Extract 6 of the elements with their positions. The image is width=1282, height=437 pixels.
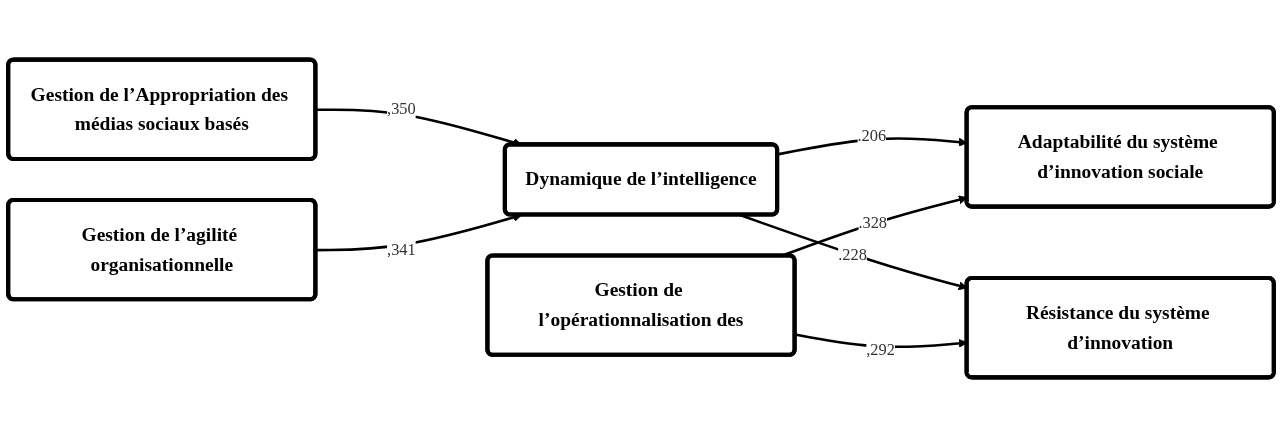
edge-label: .206 (857, 126, 887, 145)
edge-label: .228 (838, 245, 867, 264)
edge-label: ,350 (387, 100, 416, 118)
edge-label: .328 (858, 213, 888, 231)
edge-label: ,341 (387, 240, 416, 258)
edge-label: ,292 (866, 340, 895, 359)
